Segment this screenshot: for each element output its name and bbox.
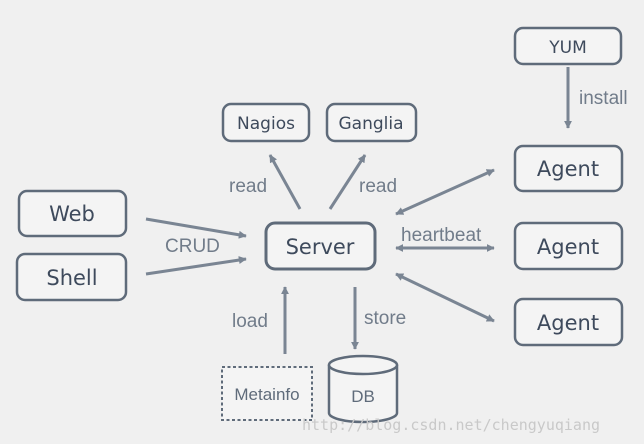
node-server-label: Server — [286, 235, 355, 259]
node-db: DB — [327, 354, 399, 424]
node-agent-top-label: Agent — [537, 157, 599, 181]
node-agent-top: Agent — [513, 144, 624, 193]
label-heartbeat: heartbeat — [401, 225, 482, 246]
node-agent-bottom-label: Agent — [537, 311, 599, 335]
node-shell-label: Shell — [46, 266, 97, 290]
watermark: http://blog.csdn.net/chengyuqiang — [302, 416, 600, 434]
node-metainfo-label: Metainfo — [234, 385, 299, 404]
node-nagios-label: Nagios — [237, 114, 295, 134]
node-web: Web — [17, 189, 128, 238]
edge-server-agent-bottom — [395, 272, 495, 323]
node-shell: Shell — [15, 252, 128, 302]
node-agent-bottom: Agent — [513, 297, 624, 347]
edge-server-nagios — [268, 154, 302, 210]
label-read-ganglia: read — [359, 176, 397, 197]
node-yum-label: YUM — [548, 38, 587, 58]
label-read-nagios: read — [229, 176, 267, 197]
node-nagios: Nagios — [221, 102, 311, 143]
edge-shell-server — [145, 256, 247, 276]
node-yum: YUM — [513, 26, 623, 66]
edge-labels: CRUD read read install heartbeat load st… — [165, 88, 628, 332]
node-web-label: Web — [49, 202, 95, 226]
edge-server-ganglia — [328, 154, 367, 210]
db-cylinder-top — [327, 354, 399, 376]
edges — [145, 67, 572, 354]
db-cylinder-body — [327, 365, 399, 424]
node-ganglia: Ganglia — [325, 102, 418, 143]
label-crud: CRUD — [165, 236, 220, 257]
node-agent-mid: Agent — [513, 221, 624, 271]
edge-web-server — [145, 217, 247, 239]
node-server: Server — [264, 221, 377, 271]
label-store: store — [364, 308, 406, 329]
node-agent-mid-label: Agent — [537, 235, 599, 259]
node-metainfo: Metainfo — [221, 366, 313, 421]
edge-server-agent-top — [395, 168, 495, 216]
node-ganglia-label: Ganglia — [338, 114, 403, 134]
node-db-label: DB — [351, 387, 375, 406]
label-install: install — [579, 88, 628, 109]
label-load: load — [232, 311, 268, 332]
